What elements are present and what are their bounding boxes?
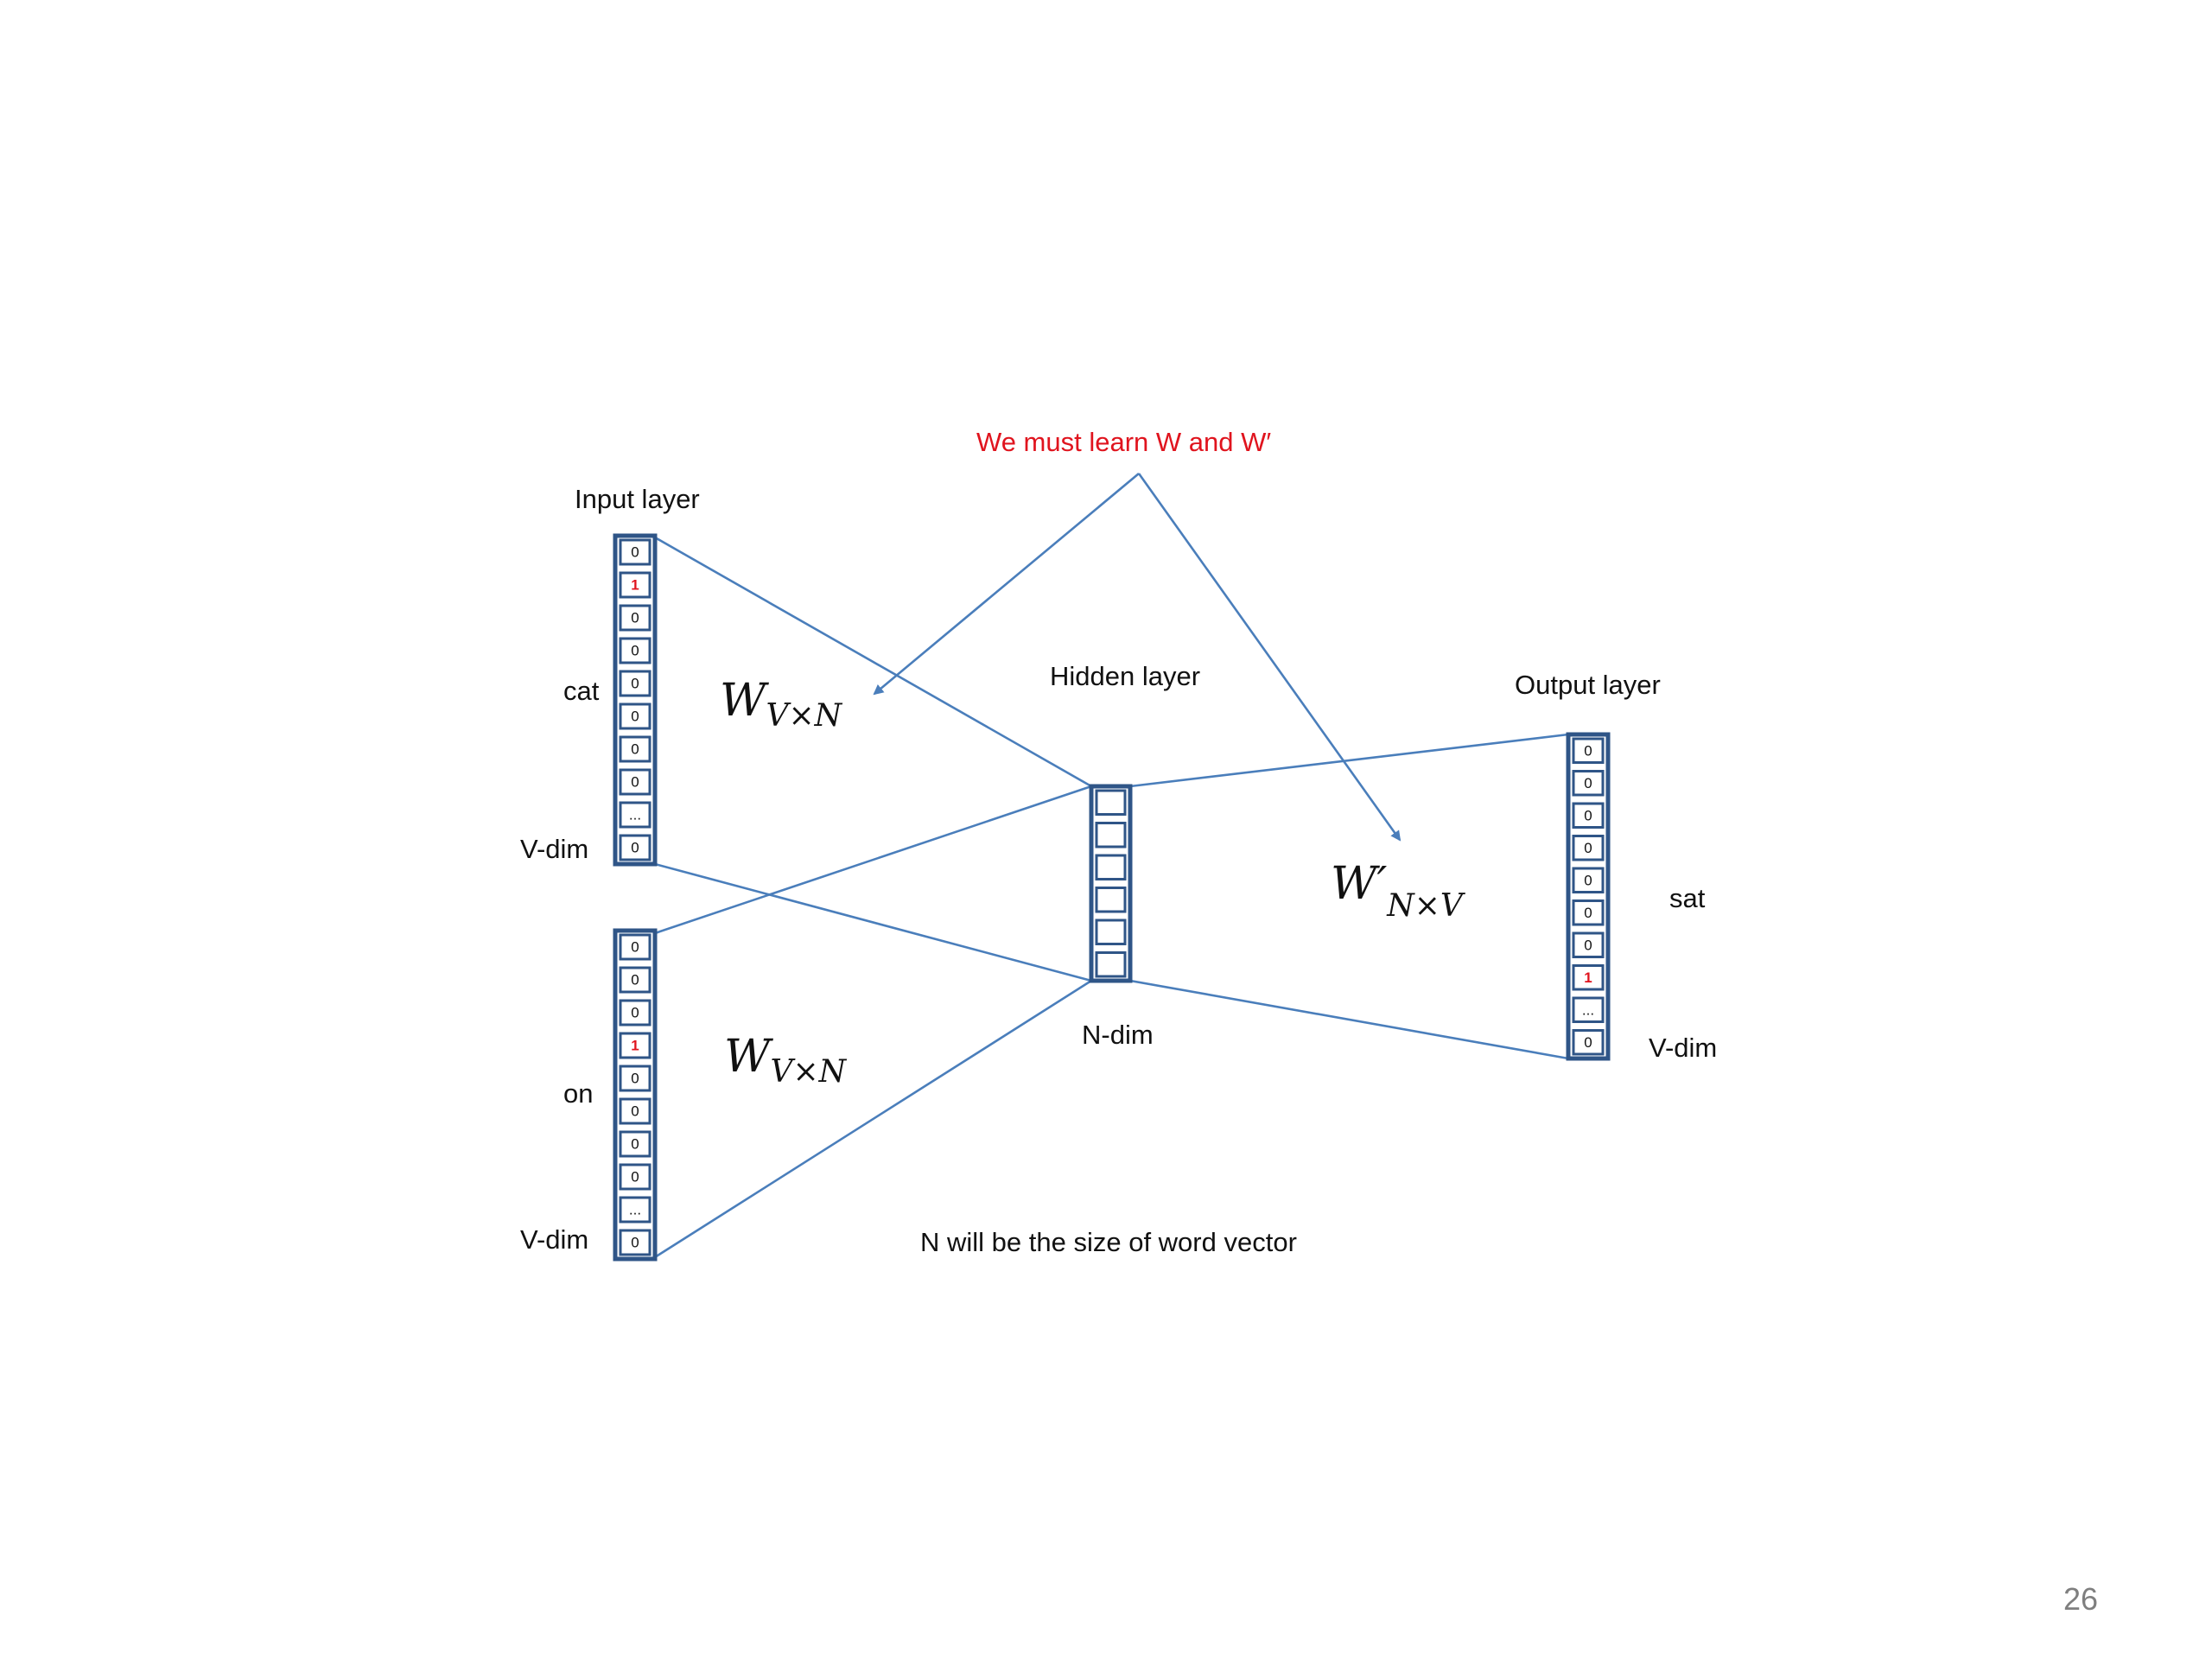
output-dim-label: V-dim: [1649, 1033, 1717, 1063]
cat-vector-cell: [619, 538, 652, 566]
output-word-sat-label: sat: [1669, 883, 1706, 913]
sat-vector-cell: [1572, 931, 1605, 958]
sat-vector-cell-value: 0: [1584, 775, 1592, 791]
sat-vector-cell: [1572, 835, 1605, 861]
hidden-dim-label: N-dim: [1082, 1020, 1154, 1050]
on-vector-cell-value: ...: [629, 1202, 641, 1218]
on-vector-cell: [619, 1065, 652, 1092]
on-to-hidden-top-line: [654, 785, 1092, 935]
connector-lines: [654, 536, 1569, 1259]
on-vector-cell-value: 0: [631, 972, 639, 988]
on-vector-cell: [619, 1196, 652, 1224]
cat-vector-cell-value: 0: [631, 544, 639, 561]
input-vector-on: 0 0 0 1 0 0 0 0... 0: [613, 928, 658, 1262]
sat-vector-cell-value: 0: [1584, 742, 1592, 759]
on-vector-cell-value: 0: [631, 1071, 639, 1087]
cat-vector-cell-value: 0: [631, 610, 639, 626]
cat-vector-cell: [619, 604, 652, 632]
input-weight-label-top: WV×N: [720, 675, 843, 734]
output-vector-sat: 0 0 0 0 0 0 0 1... 0: [1566, 732, 1611, 1061]
input-layer-label: Input layer: [575, 484, 700, 514]
sat-vector-cell: [1572, 1029, 1605, 1056]
cat-vector-cell: [619, 801, 652, 829]
cat-vector-cell-value: 0: [631, 741, 639, 758]
input-weight-label-bottom: WV×N: [724, 1031, 848, 1090]
on-vector-cell-value: 1: [631, 1038, 639, 1054]
hidden-cell: [1095, 918, 1127, 945]
hidden-to-output-bottom-line: [1129, 979, 1569, 1060]
on-vector-cell: [619, 1163, 652, 1191]
cat-vector-cell: [619, 735, 652, 763]
cat-to-hidden-bottom-line: [654, 862, 1092, 982]
hidden-layer-label: Hidden layer: [1050, 661, 1200, 691]
hidden-cell: [1095, 789, 1127, 816]
learning-note: We must learn W and W′: [976, 427, 1271, 457]
sat-vector-cell-value: ...: [1582, 1001, 1594, 1018]
cat-vector-cell-value: 0: [631, 676, 639, 692]
cat-vector-cell: [619, 768, 652, 796]
sat-vector-cell-value: 0: [1584, 807, 1592, 823]
arrow-to-input-weights: [873, 473, 1140, 696]
on-vector-cell-value: 0: [631, 1103, 639, 1120]
output-weight-label: W′N×V: [1331, 858, 1466, 924]
input-cat-dim-label: V-dim: [520, 834, 588, 864]
on-vector-cell: [619, 1097, 652, 1125]
sat-vector-cell: [1572, 770, 1605, 797]
cat-vector-cell-value: ...: [629, 807, 641, 823]
cat-vector-cell-value: 1: [631, 577, 639, 594]
input-vector-cat: 0 1 0 0 0 0 0 0... 0: [613, 533, 658, 867]
on-vector-cell-value: 0: [631, 939, 639, 956]
page-number: 26: [2063, 1581, 2098, 1617]
on-vector-cell: [619, 966, 652, 994]
on-vector-cell: [619, 1229, 652, 1256]
cat-vector-cell: [619, 834, 652, 861]
hidden-cell: [1095, 854, 1127, 880]
sat-vector-cell: [1572, 899, 1605, 926]
hidden-layer-vector: [1089, 784, 1133, 983]
on-vector-cell-value: 0: [631, 1136, 639, 1153]
hidden-frame: [1089, 784, 1133, 983]
on-vector-cell-value: 0: [631, 1169, 639, 1185]
output-layer-label: Output layer: [1515, 670, 1661, 700]
sat-vector-cell: [1572, 802, 1605, 829]
on-vector-cell-value: 0: [631, 1005, 639, 1021]
input-word-cat-label: cat: [563, 676, 600, 706]
sat-vector-cell-value: 0: [1584, 840, 1592, 856]
cat-vector-cell: [619, 670, 652, 697]
sat-vector-cell: [1572, 996, 1605, 1023]
sat-vector-cell-value: 0: [1584, 905, 1592, 921]
on-vector-cell: [619, 999, 652, 1027]
input-word-on-label: on: [563, 1078, 593, 1109]
arrow-to-output-weights: [1137, 473, 1402, 842]
hidden-cell: [1095, 822, 1127, 849]
sat-vector-cell-value: 0: [1584, 872, 1592, 888]
hidden-cell: [1095, 951, 1127, 978]
cat-to-hidden-top-line: [654, 536, 1092, 788]
on-vector-cell: [619, 933, 652, 961]
hidden-to-output-top-line: [1129, 733, 1569, 788]
sat-vector-cell: [1572, 964, 1605, 991]
weight-arrows: [873, 473, 1402, 842]
cat-vector-cell: [619, 702, 652, 730]
cat-vector-cell-value: 0: [631, 840, 639, 856]
hidden-cell: [1095, 887, 1127, 913]
on-vector-cell: [619, 1032, 652, 1059]
on-vector-cell: [619, 1130, 652, 1158]
sat-vector-cell: [1572, 867, 1605, 893]
cat-vector-cell-value: 0: [631, 643, 639, 659]
cat-vector-cell-value: 0: [631, 774, 639, 791]
sat-vector-cell-value: 1: [1584, 969, 1592, 986]
cat-vector-cell: [619, 571, 652, 599]
input-on-dim-label: V-dim: [520, 1224, 588, 1255]
on-vector-cell-value: 0: [631, 1235, 639, 1251]
cat-vector-cell: [619, 637, 652, 664]
sat-vector-cell-value: 0: [1584, 937, 1592, 953]
on-to-hidden-bottom-line: [654, 979, 1092, 1259]
sat-vector-cell: [1572, 737, 1605, 764]
sat-vector-cell-value: 0: [1584, 1034, 1592, 1051]
cat-vector-cell-value: 0: [631, 709, 639, 725]
footnote-text: N will be the size of word vector: [920, 1227, 1297, 1257]
